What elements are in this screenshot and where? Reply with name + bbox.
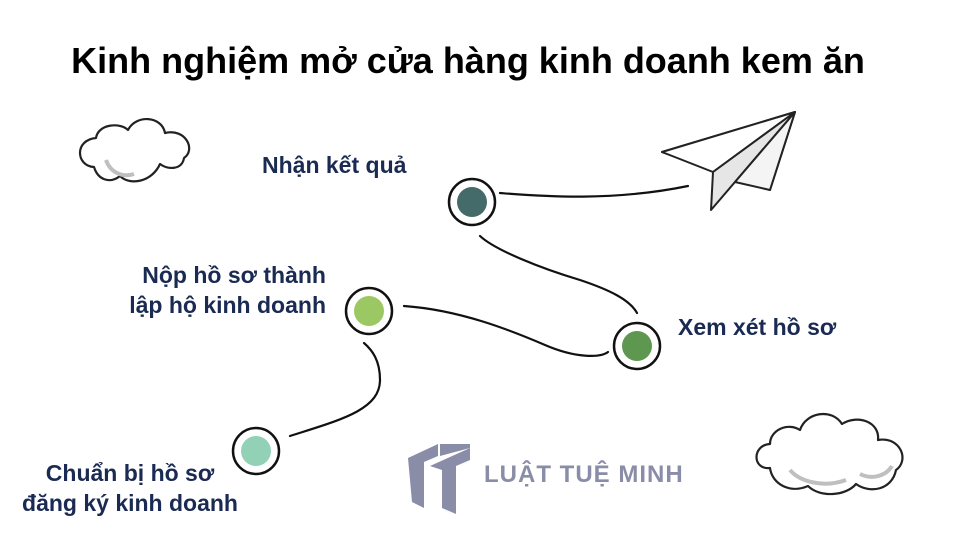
step-label-2-line1: Nộp hồ sơ thành [142,262,326,288]
step-node-4 [447,177,497,227]
step-label-4-line1: Nhận kết quả [262,152,407,178]
step-label-2: Nộp hồ sơ thành lập hộ kinh doanh [80,260,326,320]
brand-logo-text: LUẬT TUỆ MINH [484,461,684,488]
step-label-1-line1: Chuẩn bị hồ sơ [45,460,215,486]
page-title: Kinh nghiệm mở cửa hàng kinh doanh kem ă… [71,40,865,81]
step-label-1: Chuẩn bị hồ sơ đăng ký kinh doanh [8,458,252,518]
step-label-1-line2: đăng ký kinh doanh [22,490,238,516]
step-label-3: Xem xét hồ sơ [678,312,836,342]
connector-1-2 [288,341,382,438]
cloud-icon [755,412,904,496]
step-node-2 [344,286,394,336]
connector-3-4 [478,234,639,315]
connector-4-plane [498,184,690,198]
step-label-4: Nhận kết quả [262,150,406,180]
step-node-3 [612,321,662,371]
logo-mark-icon [408,444,470,514]
step-node-1 [231,426,281,476]
connector-2-3 [402,304,610,357]
step-label-2-line2: lập hộ kinh doanh [129,292,326,318]
cloud-icon [79,118,191,183]
step-label-3-line1: Xem xét hồ sơ [678,314,837,340]
paper-plane-icon [661,111,796,211]
